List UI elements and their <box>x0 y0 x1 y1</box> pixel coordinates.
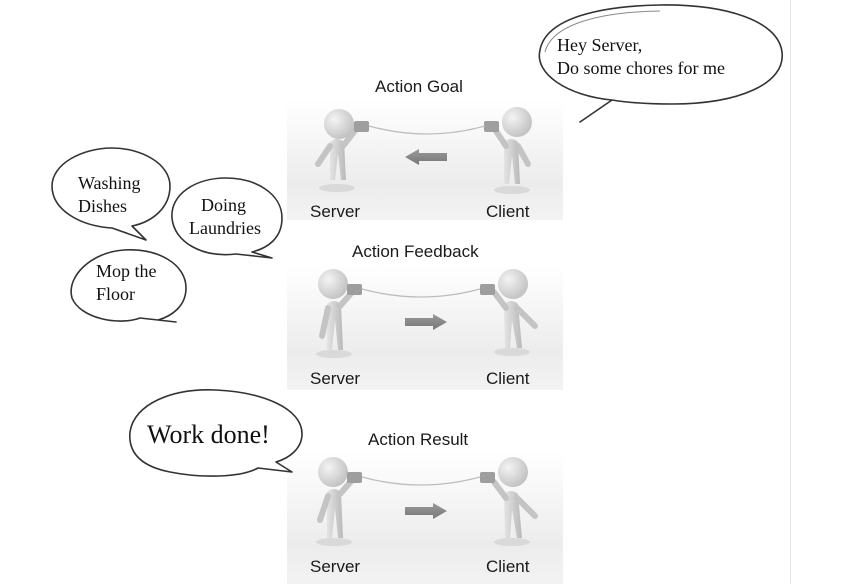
arrow-left-icon <box>405 149 447 165</box>
arrow-right-icon <box>405 314 447 330</box>
laundries-text: Doing Laundries <box>189 194 261 239</box>
client-label: Client <box>486 202 530 221</box>
panel-result <box>316 457 538 546</box>
laundries-line1: Doing <box>201 195 246 215</box>
client-request-line1: Hey Server, <box>557 35 643 55</box>
server-label: Server <box>310 369 361 388</box>
laundries-bubble-shape <box>171 177 283 259</box>
string-line <box>361 288 481 298</box>
server-figure <box>316 269 362 358</box>
client-request-text: Hey Server, Do some chores for me <box>557 34 725 79</box>
mop-line1: Mop the <box>96 261 157 281</box>
washing-line2: Dishes <box>78 195 127 216</box>
panel-title-result: Action Result <box>368 430 469 449</box>
server-label: Server <box>310 557 361 576</box>
mop-line2: Floor <box>96 283 136 304</box>
server-label: Server <box>310 202 361 221</box>
server-figure <box>316 457 362 546</box>
client-label: Client <box>486 557 530 576</box>
string-line <box>368 125 486 135</box>
panel-feedback <box>316 269 538 358</box>
string-line <box>361 476 481 486</box>
work-done-text: Work done! <box>147 420 270 449</box>
mop-text: Mop the Floor <box>96 260 157 305</box>
panel-goal <box>315 107 532 194</box>
washing-bubble-shape <box>51 147 171 241</box>
right-border-line <box>790 0 791 584</box>
washing-text: Washing Dishes <box>78 172 141 217</box>
panel-title-goal: Action Goal <box>375 77 463 96</box>
client-label: Client <box>486 369 530 388</box>
server-figure <box>315 109 369 192</box>
laundries-line2: Laundries <box>189 217 261 238</box>
client-figure <box>480 457 538 546</box>
mop-bubble-shape <box>70 249 187 323</box>
arrow-right-icon <box>405 503 447 519</box>
client-request-bubble-shape <box>538 4 783 123</box>
panel-title-feedback: Action Feedback <box>352 242 479 261</box>
work-done-bubble-shape <box>129 389 303 477</box>
bubble-rough-edge <box>544 10 661 53</box>
client-figure <box>480 269 538 356</box>
washing-line1: Washing <box>78 173 141 193</box>
client-request-line2: Do some chores for me <box>557 57 725 78</box>
client-figure <box>484 107 532 194</box>
